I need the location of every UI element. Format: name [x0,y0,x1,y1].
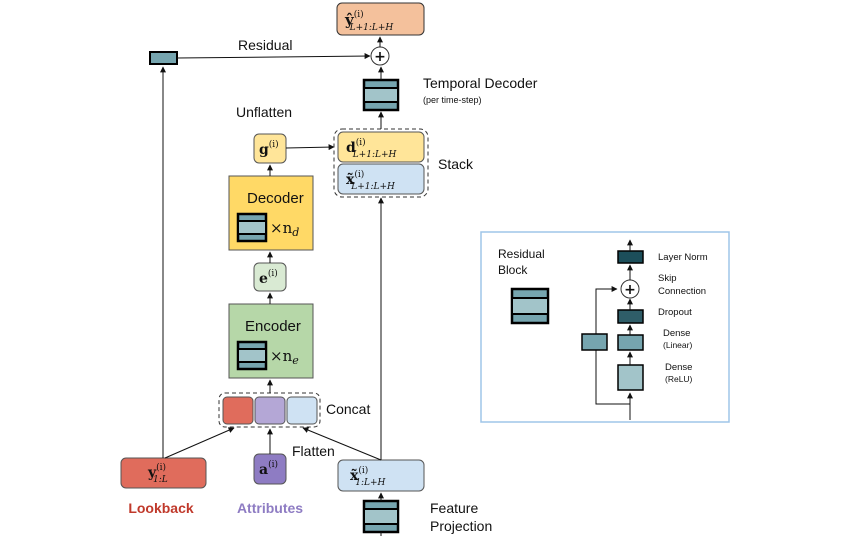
features-to-concat-arrow [302,427,382,461]
projected-x-symbol: x̃(i)1:L+H [350,465,386,488]
legend-plus-icon: + [624,282,636,298]
feature-projection-label-1: Feature [430,500,478,516]
output-symbol: ŷ(i)L+1:L+H [344,9,393,33]
legend-skip-label-1: Skip [658,273,676,284]
legend-title-line2: Block [498,263,528,277]
legend-dense-linear-icon [617,334,644,351]
decoder-multiplier: ×nd [270,219,299,239]
output-prediction-box [336,2,425,36]
legend-skip-label-2: Connection [658,286,706,297]
projected-future-x-box [337,163,425,195]
legend-dense-relu-label-1: Dense [665,362,692,373]
decoder-label: Decoder [247,190,304,207]
encoder-multiplier: ×ne [270,347,299,367]
legend-dense-linear-label-2: (Linear) [663,340,692,350]
stack-label: Stack [438,156,474,172]
concat-attributes-slot [254,396,286,425]
temporal-decoder-block [362,78,400,112]
temporal-decoder-sublabel: (per time-step) [423,95,482,105]
unflattened-g-symbol: g(i) [259,139,279,158]
feature-projection-label-2: Projection [430,518,492,534]
residual-linear-block [149,51,178,65]
unflattened-g-box [253,133,287,164]
concat-lookback-slot [222,396,254,425]
embedding-e-symbol: e(i) [259,268,278,287]
legend-layer-norm-icon [617,250,644,264]
legend-residual-block-icon [510,287,550,325]
decoded-d-box [337,131,425,163]
concat-features-slot [286,396,318,425]
g-to-d-arrow [285,144,335,151]
decoder-residual-block-icon [236,212,268,243]
legend-title-line1: Residual [498,247,545,261]
encoder-residual-block-icon [236,340,268,371]
temporal-decoder-label: Temporal Decoder [423,75,538,91]
decoded-d-symbol: d(i)L+1:L+H [346,137,396,160]
legend-dropout-icon [617,309,644,324]
attributes-a-symbol: a(i) [259,459,278,478]
residual-label: Residual [238,37,292,53]
attributes-label: Attributes [237,500,303,516]
legend-layer-norm-label: Layer Norm [658,252,708,263]
residual-block-legend [480,231,730,423]
legend-dense-relu-label-2: (ReLU) [665,374,693,384]
residual-arrow [176,53,371,60]
legend-dense-linear-label-1: Dense [663,328,690,339]
concat-label: Concat [326,401,370,417]
lookback-label: Lookback [128,500,194,516]
legend-dropout-label: Dropout [658,307,692,318]
encoder-label: Encoder [245,318,301,335]
plus-icon: + [374,49,386,65]
projected-future-x-symbol: x̃(i)L+1:L+H [346,169,395,192]
flatten-label: Flatten [292,443,335,459]
feature-projection-block [362,499,400,534]
legend-dense-relu-icon [617,364,644,391]
lookback-y-symbol: y(i)1:L [147,462,168,485]
unflatten-label: Unflatten [236,104,292,120]
legend-skip-linear-icon [581,333,608,351]
lookback-to-concat-arrow [164,427,235,459]
